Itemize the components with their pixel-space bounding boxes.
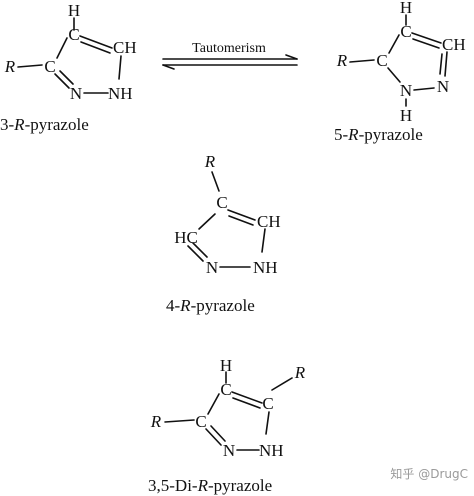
atom-h: H (400, 0, 412, 17)
arrow-backward-head (162, 64, 175, 70)
bond (198, 213, 216, 230)
caption-3-5-di-r-pyrazole: 3,5-Di-R-pyrazole (148, 476, 272, 495)
bond (164, 419, 195, 423)
bond (349, 59, 375, 63)
atom-h: H (400, 106, 412, 125)
atom-ch: CH (257, 212, 281, 231)
bond (231, 391, 263, 404)
structure-3-5-di-r-pyrazole: H C C R C R N NH 3,5-Di-R-pyrazole (148, 356, 306, 495)
atom-ch: CH (113, 38, 137, 57)
atom-nh: NH (108, 84, 133, 103)
substituent-r: R (150, 412, 162, 431)
atom-c: C (68, 25, 79, 44)
atom-c: C (44, 57, 55, 76)
bond (56, 37, 68, 59)
caption-3-r-pyrazole: 3-R-pyrazole (0, 115, 89, 134)
atom-n: N (70, 84, 82, 103)
bond (261, 228, 266, 253)
atom-c: C (376, 51, 387, 70)
substituent-r: R (336, 51, 348, 70)
bond (211, 171, 220, 192)
bond (439, 53, 443, 75)
bond (271, 377, 293, 391)
atom-n: N (400, 81, 412, 100)
atom-c: C (400, 22, 411, 41)
structure-5-r-pyrazole: H C CH C R N N H 5-R-pyrazole (334, 0, 466, 144)
bond (265, 411, 270, 435)
bond (59, 70, 74, 85)
atom-c: C (195, 412, 206, 431)
atom-n: N (223, 441, 235, 460)
bond (187, 245, 204, 262)
caption-4-r-pyrazole: 4-R-pyrazole (166, 296, 255, 315)
atom-ch: CH (442, 35, 466, 54)
bond (388, 34, 400, 54)
watermark: 知乎 @DrugC (390, 467, 468, 481)
atom-c: C (220, 380, 231, 399)
atom-n: N (206, 258, 218, 277)
bond (80, 41, 111, 54)
structure-4-r-pyrazole: R C CH HC N NH 4-R-pyrazole (166, 152, 281, 315)
atom-nh: NH (259, 441, 284, 460)
bond (118, 55, 122, 80)
arrow-label: Tautomerism (192, 41, 266, 56)
bond (411, 32, 442, 44)
structure-3-r-pyrazole: H C CH C R N NH 3-R-pyrazole (0, 1, 137, 134)
bond (413, 87, 435, 91)
bond (228, 215, 254, 226)
bond (210, 425, 226, 442)
atom-nh: NH (253, 258, 278, 277)
substituent-r: R (4, 57, 16, 76)
bond (232, 397, 261, 409)
bond (17, 64, 43, 68)
bond (444, 51, 448, 77)
atom-c: C (216, 193, 227, 212)
bond (54, 73, 70, 89)
substituent-r: R (294, 363, 306, 382)
bond (79, 35, 113, 49)
arrow-forward-head (285, 54, 298, 60)
bond (192, 242, 208, 258)
atom-hc: HC (174, 228, 198, 247)
bond (227, 209, 256, 221)
caption-5-r-pyrazole: 5-R-pyrazole (334, 125, 423, 144)
atom-h: H (220, 356, 232, 375)
atom-h: H (68, 1, 80, 20)
atom-c: C (262, 394, 273, 413)
tautomerism-arrow: Tautomerism (162, 41, 298, 70)
bond (387, 67, 401, 83)
bond (205, 428, 222, 446)
bond (207, 393, 220, 415)
atom-n: N (437, 77, 449, 96)
bond (412, 38, 440, 49)
substituent-r: R (204, 152, 216, 171)
